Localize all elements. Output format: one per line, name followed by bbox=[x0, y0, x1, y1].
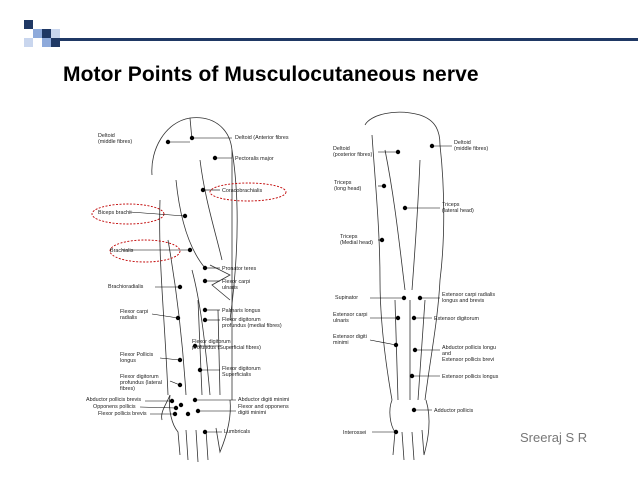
muscle-label-pect-major: Pectoralis major bbox=[235, 156, 274, 162]
motor-point bbox=[197, 367, 203, 373]
motor-point bbox=[401, 295, 407, 301]
muscle-label-apb: Abductor pollicis brevis bbox=[86, 397, 141, 403]
muscle-label-op: Opponens pollicis bbox=[93, 404, 136, 410]
motor-point bbox=[192, 343, 198, 349]
posterior-motor-points bbox=[379, 143, 435, 435]
deco-square bbox=[51, 29, 60, 38]
author-credit: Sreeraj S R bbox=[520, 430, 588, 445]
highlight-biceps bbox=[91, 203, 165, 225]
deco-square bbox=[24, 20, 33, 29]
deco-square bbox=[42, 29, 51, 38]
posterior-leader-lines bbox=[369, 145, 452, 433]
muscle-label-p-triceps-med: Triceps(Medial head) bbox=[340, 234, 373, 246]
muscle-label-deltoid-ant: Deltoid (Anterior fibres bbox=[235, 135, 289, 141]
motor-point bbox=[200, 187, 206, 193]
muscle-label-lumbricals: Lumbricals bbox=[224, 429, 250, 435]
motor-point bbox=[172, 411, 178, 417]
muscle-label-p-deltoid-mid: Deltoid(middle fibres) bbox=[454, 140, 488, 152]
header-rule bbox=[60, 38, 638, 41]
motor-point bbox=[165, 139, 171, 145]
anterior-leader-lines bbox=[122, 137, 236, 433]
motor-point bbox=[177, 284, 183, 290]
muscle-label-deltoid-mid: Deltoid(middle fibres) bbox=[98, 133, 132, 145]
motor-point bbox=[192, 397, 198, 403]
motor-point bbox=[393, 429, 399, 435]
motor-point bbox=[202, 265, 208, 271]
motor-point bbox=[202, 317, 208, 323]
header-decoration bbox=[24, 20, 638, 47]
deco-square bbox=[33, 29, 42, 38]
muscle-label-p-epl: Extensor pollicis longus bbox=[442, 374, 499, 380]
muscle-label-p-adp: Adductor pollicis bbox=[434, 408, 474, 414]
muscle-label-p-interossei: Interossei bbox=[343, 430, 366, 436]
muscle-label-coracobrachialis: Coracobrachialis bbox=[222, 188, 262, 194]
muscle-label-fpb: Flexor pollicis brevis bbox=[98, 411, 147, 417]
motor-point bbox=[379, 237, 385, 243]
slide-title: Motor Points of Musculocutaneous nerve bbox=[63, 63, 479, 86]
posterior-arm-outline bbox=[364, 111, 445, 461]
muscle-label-p-triceps-long: Triceps(long head) bbox=[334, 180, 361, 192]
motor-point bbox=[187, 247, 193, 253]
motor-point bbox=[202, 278, 208, 284]
motor-point bbox=[395, 315, 401, 321]
motor-point bbox=[381, 183, 387, 189]
motor-point bbox=[402, 205, 408, 211]
motor-point bbox=[412, 347, 418, 353]
anterior-arm-outline bbox=[151, 117, 238, 463]
muscle-label-brachialis: Brachialis bbox=[110, 248, 134, 254]
motor-point bbox=[169, 398, 175, 404]
motor-point bbox=[177, 382, 183, 388]
motor-point bbox=[393, 342, 399, 348]
highlight-coracobrachialis bbox=[209, 182, 287, 202]
muscle-label-palmaris: Palmaris longus bbox=[222, 308, 261, 314]
muscle-label-brachioradialis: Brachioradialis bbox=[108, 284, 144, 290]
muscle-label-p-triceps-lat: Triceps(lateral head) bbox=[442, 202, 474, 214]
motor-point bbox=[185, 411, 191, 417]
anterior-labels: Deltoid(middle fibres) Deltoid (Anterior … bbox=[86, 133, 289, 435]
posterior-labels: Deltoid(posterior fibres) Deltoid(middle … bbox=[333, 140, 499, 436]
motor-point bbox=[182, 213, 188, 219]
motor-point bbox=[429, 143, 435, 149]
motor-point bbox=[409, 373, 415, 379]
muscle-label-biceps: Biceps brachii bbox=[98, 210, 132, 216]
anterior-motor-points bbox=[165, 135, 218, 435]
muscle-label-adm: Abductor digiti minimi bbox=[238, 397, 289, 403]
muscle-label-pronator: Pronator teres bbox=[222, 266, 256, 272]
muscle-label-p-ed: Extensor digitorum bbox=[434, 316, 479, 322]
motor-point bbox=[411, 315, 417, 321]
motor-point bbox=[202, 307, 208, 313]
highlight-brachialis bbox=[109, 239, 181, 263]
motor-point bbox=[177, 357, 183, 363]
motor-point bbox=[178, 402, 184, 408]
muscle-label-p-deltoid-post: Deltoid(posterior fibres) bbox=[333, 146, 372, 158]
motor-point bbox=[173, 405, 179, 411]
deco-square bbox=[42, 38, 51, 47]
muscle-label-p-supinator: Supinator bbox=[335, 295, 358, 301]
motor-point bbox=[175, 315, 181, 321]
motor-point bbox=[411, 407, 417, 413]
deco-square bbox=[51, 38, 60, 47]
motor-point bbox=[202, 429, 208, 435]
motor-point bbox=[417, 295, 423, 301]
motor-point bbox=[195, 408, 201, 414]
motor-point bbox=[395, 149, 401, 155]
motor-point bbox=[189, 135, 195, 141]
deco-square bbox=[24, 38, 33, 47]
motor-point bbox=[212, 155, 218, 161]
